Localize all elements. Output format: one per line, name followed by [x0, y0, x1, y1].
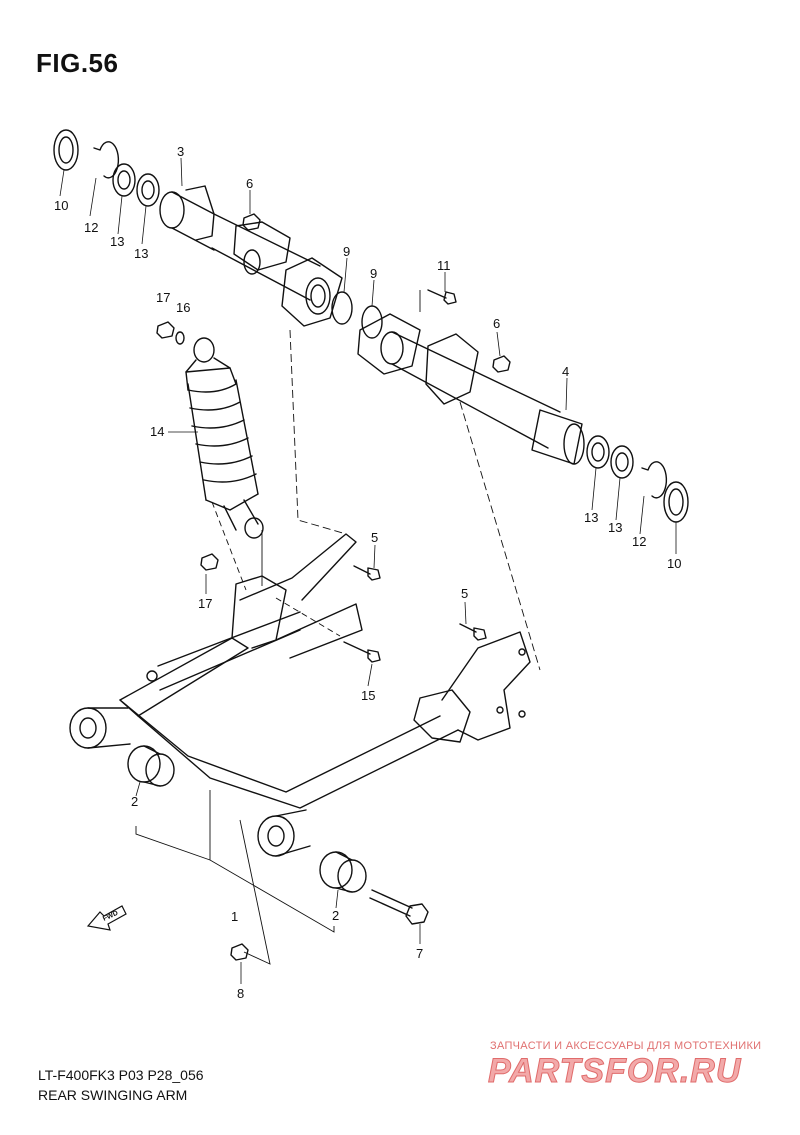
bushing-2-right	[319, 851, 367, 893]
callout-leaders	[59, 157, 677, 984]
fwd-arrow-icon: FWD	[86, 905, 127, 931]
callout-7: 7	[416, 946, 423, 961]
callout-2-left: 2	[131, 794, 138, 809]
callout-2-right: 2	[332, 908, 339, 923]
callout-10-left: 10	[54, 198, 68, 213]
figure-title: FIG.56	[36, 48, 119, 78]
callout-1: 1	[231, 909, 238, 924]
figure-caption: REAR SWINGING ARM	[38, 1087, 188, 1103]
nut-6-left	[242, 213, 261, 231]
callout-6-left: 6	[246, 176, 253, 191]
callout-labels: 10 12 13 13 3 6 9 9 11 6 4 17 16 14 13 1…	[54, 144, 681, 1001]
bolt-15	[343, 641, 381, 663]
callout-5-upper: 5	[371, 530, 378, 545]
axle-tube-left	[159, 185, 321, 301]
assembly-guide-lines	[135, 290, 541, 965]
bearing-left-2	[136, 173, 160, 207]
callout-3: 3	[177, 144, 184, 159]
flange-right	[357, 313, 421, 375]
callout-11: 11	[437, 258, 451, 273]
nut-17-bottom	[200, 553, 219, 571]
bearing-right-1	[586, 435, 610, 469]
axle-tube-right	[391, 331, 585, 465]
nut-8	[230, 943, 249, 961]
callout-12-left: 12	[84, 220, 98, 235]
nut-6-right	[492, 355, 511, 373]
swinging-arm	[69, 533, 531, 857]
callout-9-right: 9	[370, 266, 377, 281]
callout-4: 4	[562, 364, 569, 379]
callout-8: 8	[237, 986, 244, 1001]
circlip-left	[93, 141, 120, 179]
callout-13-right-b: 13	[608, 520, 622, 535]
callout-17-top: 17	[156, 290, 170, 305]
callout-15: 15	[361, 688, 375, 703]
model-code: LT-F400FK3 P03 P28_056	[38, 1067, 204, 1083]
oil-seal-right	[663, 481, 689, 523]
o-ring-right	[361, 305, 383, 339]
oil-seal-left	[53, 129, 79, 171]
callout-6-right: 6	[493, 316, 500, 331]
pivot-bolt-7	[369, 889, 429, 925]
callout-16: 16	[176, 300, 190, 315]
bolt-5-lower	[459, 623, 487, 641]
nut-17-top	[156, 321, 175, 339]
callout-13-left-a: 13	[110, 234, 124, 249]
flange-left	[281, 257, 343, 327]
circlip-right	[641, 461, 668, 499]
shock-absorber	[185, 337, 264, 539]
bearing-left-1	[112, 163, 136, 197]
callout-12-right: 12	[632, 534, 646, 549]
callout-9-left: 9	[343, 244, 350, 259]
o-ring-left	[331, 291, 353, 325]
washer-16	[175, 331, 185, 345]
callout-17-bottom: 17	[198, 596, 212, 611]
bolt-11	[427, 289, 457, 305]
bearing-right-2	[610, 445, 634, 479]
callout-14: 14	[150, 424, 164, 439]
callout-5-lower: 5	[461, 586, 468, 601]
callout-13-left-b: 13	[134, 246, 148, 261]
watermark-logo: PARTSFOR.RU	[487, 1052, 742, 1091]
callout-13-right-a: 13	[584, 510, 598, 525]
watermark-tagline: ЗАПЧАСТИ И АКСЕССУАРЫ ДЛЯ МОТОТЕХНИКИ	[490, 1040, 762, 1052]
bushing-2-left	[127, 745, 175, 787]
bolt-5-upper	[353, 565, 381, 581]
callout-10-right: 10	[667, 556, 681, 571]
